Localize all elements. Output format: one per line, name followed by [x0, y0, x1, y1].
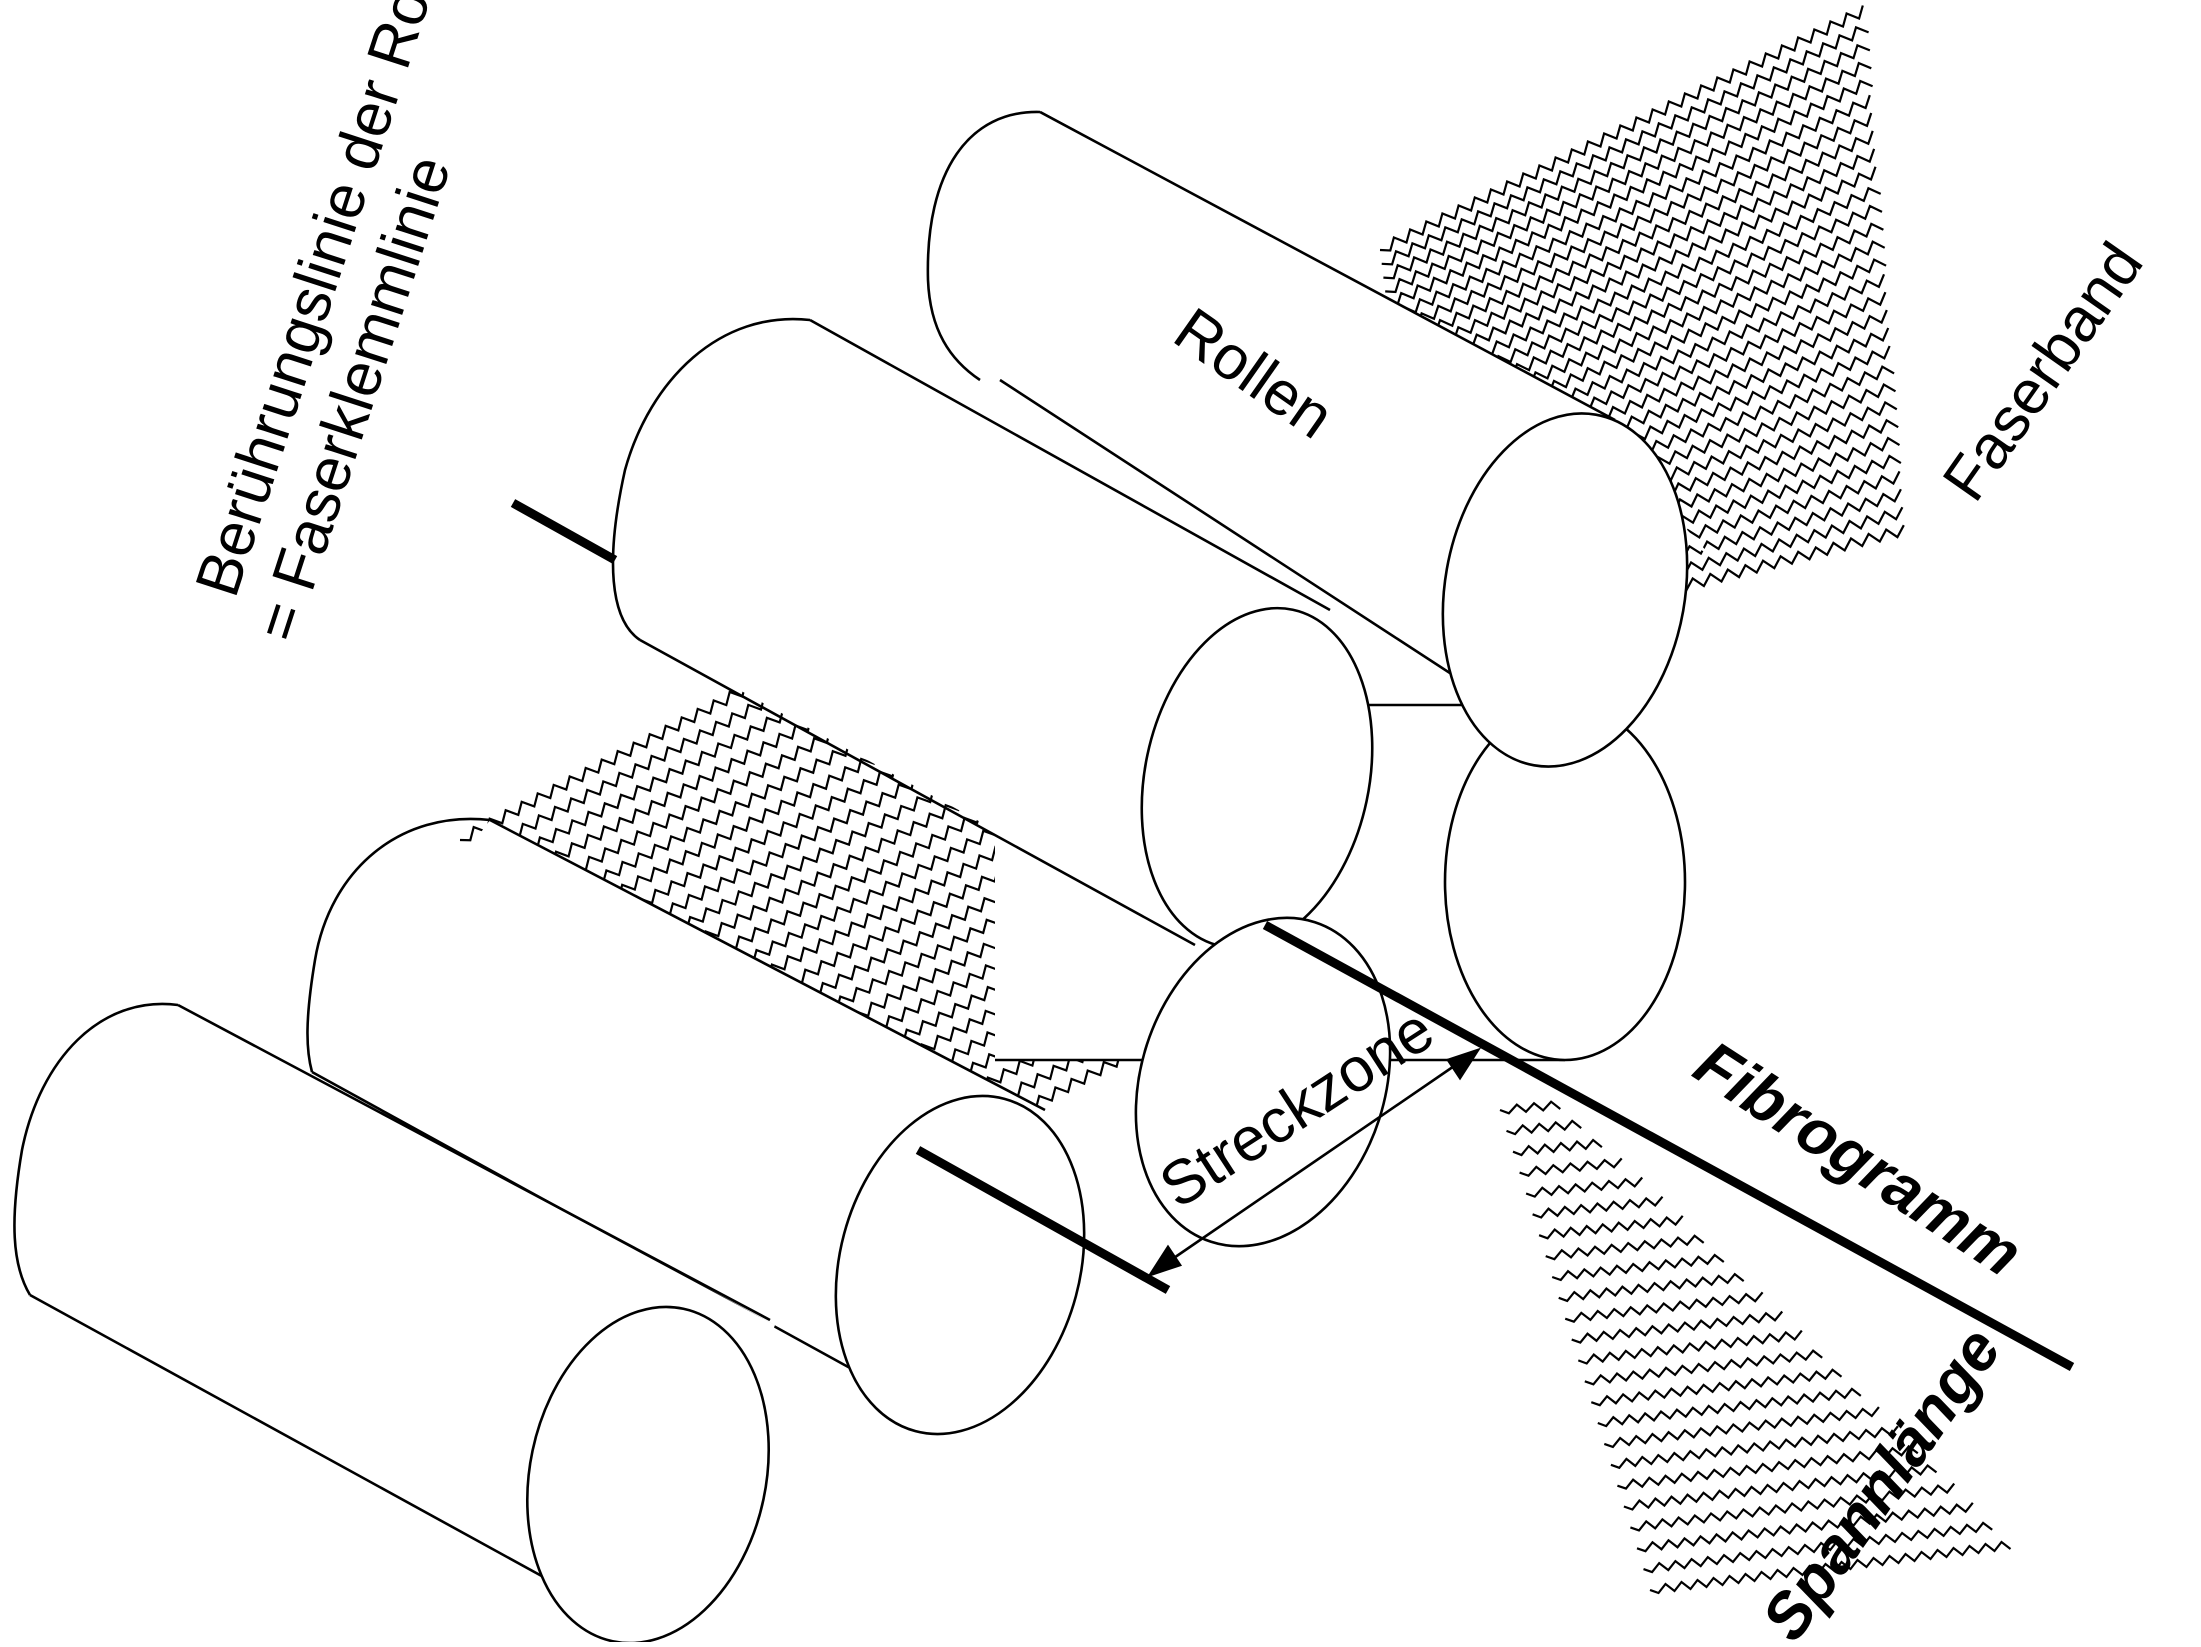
fibrogram-line: [1262, 921, 2075, 1371]
roller-upper-front: [611, 317, 1374, 950]
fiber: [1603, 1406, 1880, 1449]
fiber: [1623, 1463, 1938, 1511]
draft-zone-arrow: [1146, 1047, 1482, 1278]
fiber: [1386, 79, 1874, 308]
fiber: [1577, 1329, 1803, 1365]
roller-lower-back: [305, 817, 1086, 1445]
fiber: [1532, 1195, 1664, 1219]
roller-lower-front: [13, 1002, 775, 1645]
clamp-line-lower: [915, 1146, 1171, 1294]
clamp-line-upper: [510, 499, 618, 564]
fiber: [1617, 1444, 1919, 1490]
fiber: [1525, 1176, 1644, 1198]
span-length-label: Spannlänge: [1747, 1315, 2014, 1642]
fiber: [1506, 1119, 1582, 1136]
fiber: [1395, 166, 1877, 377]
roller-upper-back-top: [926, 110, 1710, 768]
fiber: [1545, 1234, 1705, 1261]
roller-lower-middle: [1134, 912, 1392, 1290]
fiber: [1499, 1100, 1561, 1115]
fiber: [1643, 1521, 1993, 1574]
fiber: [1538, 1215, 1684, 1240]
fiber: [1551, 1253, 1725, 1282]
fibrogram-fibers: [1499, 1100, 2012, 1595]
fiber: [1512, 1138, 1603, 1157]
fiber: [1385, 61, 1872, 294]
sliver-label: Faserband: [1930, 231, 2157, 513]
fiber: [1584, 1349, 1823, 1386]
fiber: [1519, 1157, 1623, 1177]
fiber: [1383, 43, 1871, 280]
fiber: [1381, 25, 1870, 266]
fiber: [1590, 1368, 1843, 1407]
fiber: [1630, 1482, 1956, 1532]
clamp-lines: [510, 499, 2075, 1371]
fiber: [1636, 1502, 1974, 1553]
fiber: [1390, 112, 1873, 335]
fiber: [1392, 130, 1874, 349]
fiber: [1571, 1310, 1784, 1344]
fiber: [1393, 148, 1876, 363]
fiber: [1388, 94, 1871, 321]
fiber: [1610, 1425, 1899, 1470]
fiber: [1558, 1272, 1745, 1303]
fiber: [1379, 5, 1864, 252]
fiber: [1597, 1387, 1862, 1428]
fiber: [1649, 1540, 2012, 1595]
fiber: [1564, 1291, 1764, 1323]
